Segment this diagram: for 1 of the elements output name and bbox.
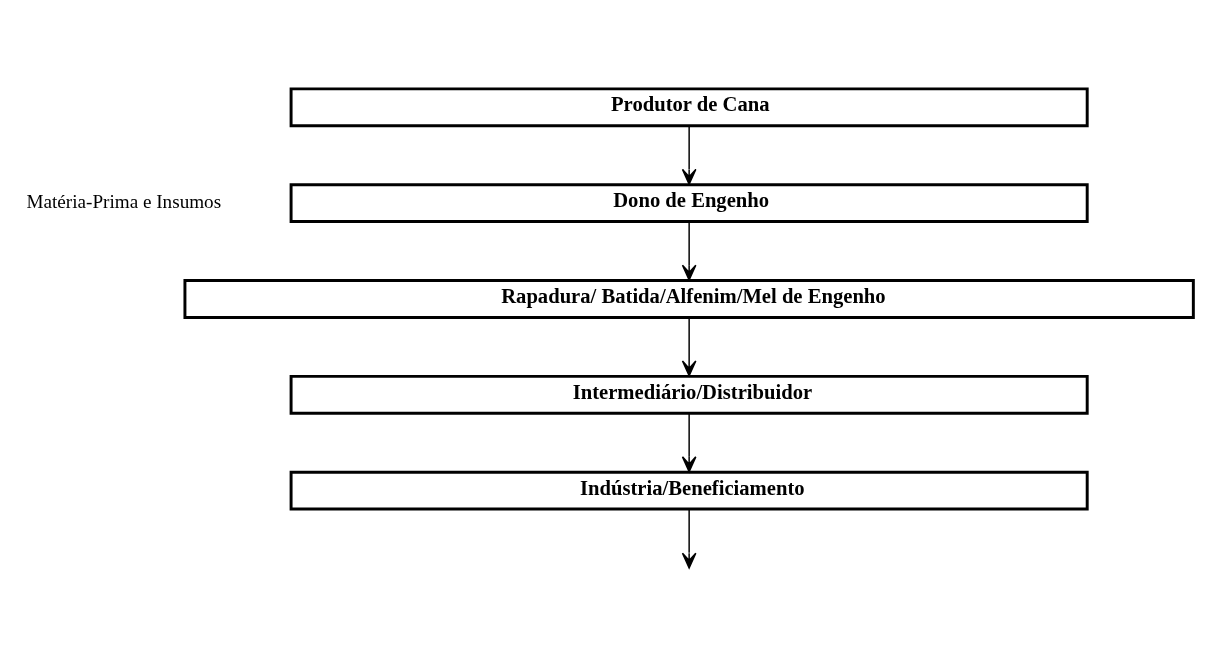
label: Matéria-Prima e Insumos — [26, 190, 222, 212]
